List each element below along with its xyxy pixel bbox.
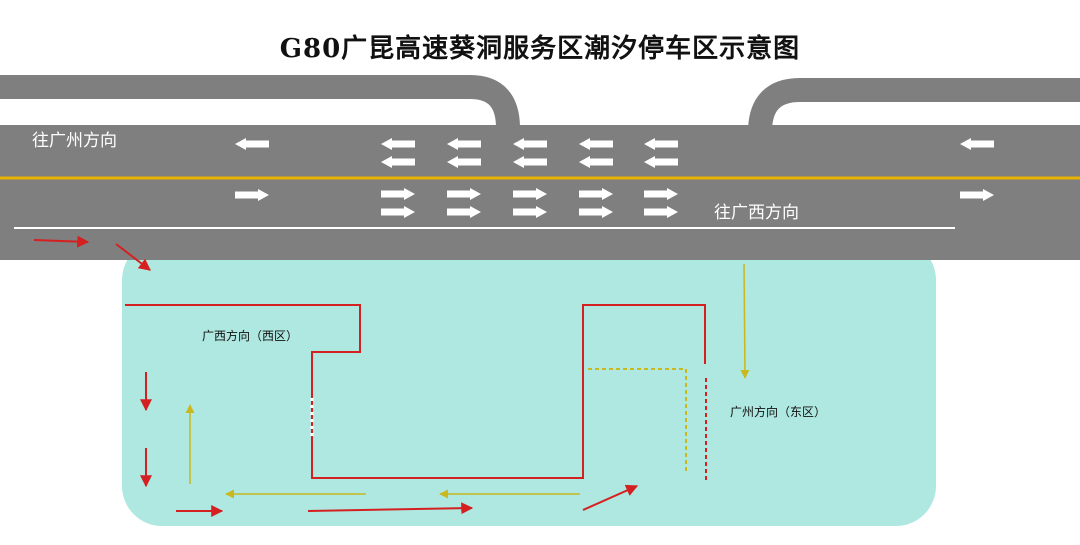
entry-ramp-top-right [748,78,1080,133]
west-zone-outline [125,304,706,479]
route-red-arrow [115,243,151,271]
arrow-left-icon [381,156,415,168]
arrow-right-icon [381,206,415,218]
lane-arrows [235,138,994,218]
arrow-left-icon [381,138,415,150]
arrow-right-icon [447,188,481,200]
diagram-title: G80广昆高速葵洞服务区潮汐停车区示意图 [279,34,801,64]
arrow-left-icon [447,156,481,168]
arrow-right-icon [513,188,547,200]
route-red-arrow [307,502,474,515]
arrow-right-icon [447,206,481,218]
exit-ramp-top-left [0,75,520,129]
arrow-left-icon [644,156,678,168]
label-east-zone: 广州方向（东区） [730,404,826,419]
route-red-arrow [33,235,90,248]
east-zone-yellow-outline [588,368,687,472]
arrow-left-icon [513,138,547,150]
label-to-guangzhou: 往广州方向 [32,131,117,151]
arrow-left-icon [644,138,678,150]
arrow-right-icon [579,188,613,200]
arrow-left-icon [235,138,269,150]
arrow-right-icon [513,206,547,218]
parking-area [122,240,936,526]
route-red-arrow [582,484,639,511]
arrow-right-icon [644,188,678,200]
label-west-zone: 广西方向（西区） [202,328,298,343]
arrow-right-icon [644,206,678,218]
label-to-guangxi: 往广西方向 [714,203,799,223]
arrow-left-icon [447,138,481,150]
arrow-left-icon [579,156,613,168]
arrow-right-icon [381,188,415,200]
arrow-right-icon [960,189,994,201]
arrow-left-icon [960,138,994,150]
arrow-right-icon [235,189,269,201]
route-yellow-arrow [740,263,750,379]
arrow-left-icon [579,138,613,150]
arrow-right-icon [579,206,613,218]
arrow-left-icon [513,156,547,168]
